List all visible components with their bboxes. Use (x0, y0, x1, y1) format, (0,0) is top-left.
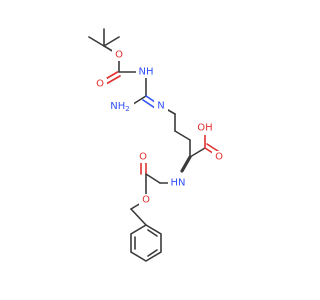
bond (174, 130, 191, 141)
bond (189, 147, 206, 158)
atom-label-o: O (115, 50, 123, 61)
bond (103, 36, 120, 47)
atom-label-nh: NH (139, 67, 154, 78)
atom-labels: O O NH NH2 N OH O HN O O (93, 49, 226, 206)
atom-label-hn: HN (171, 178, 186, 189)
bond-wedge (180, 155, 192, 173)
bond (145, 173, 161, 184)
atom-label-o: O (142, 195, 150, 206)
bond (88, 36, 105, 47)
atom-label-o: O (96, 79, 104, 90)
bond-double (105, 75, 121, 85)
molecule-structure-diagram: O O NH NH2 N OH O HN O O (88, 28, 226, 262)
atom-label-oh: OH (197, 123, 212, 134)
bond (130, 208, 147, 226)
bond-aromatic (147, 229, 158, 237)
bond-aromatic (147, 249, 158, 257)
atom-label-n: N (157, 101, 164, 112)
atom-label-o: O (139, 152, 147, 163)
benzene-ring (130, 224, 162, 262)
atom-label-nh2: NH2 (110, 101, 129, 114)
atom-label-o: O (215, 152, 223, 163)
